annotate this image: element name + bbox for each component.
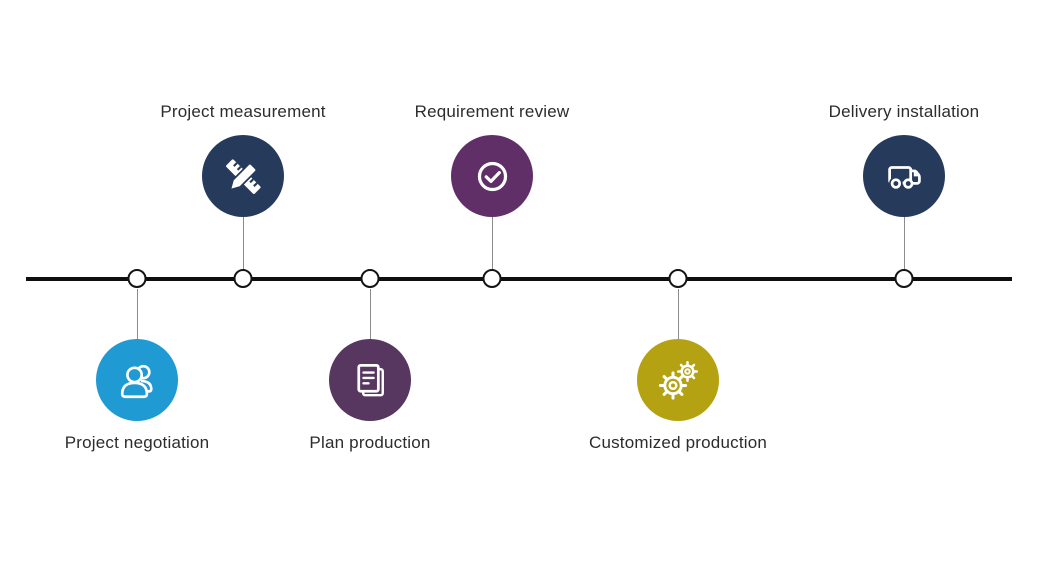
connector-line (903, 217, 905, 270)
people-icon (120, 364, 153, 398)
step-label: Plan production (309, 433, 431, 452)
step-label: Requirement review (414, 102, 570, 121)
timeline-node (894, 269, 914, 288)
step-circle (96, 339, 178, 421)
step-circle (329, 339, 411, 421)
step-label: Customized production (588, 433, 768, 452)
step-circle (451, 135, 533, 217)
step-circle (863, 135, 945, 217)
check-circle-icon (477, 161, 507, 191)
timeline-node (233, 269, 253, 288)
timeline-node (360, 269, 380, 288)
step-label: Delivery installation (828, 102, 980, 121)
connector-line (369, 289, 371, 340)
step-circle (202, 135, 284, 217)
gears-icon (658, 361, 698, 400)
document-icon (356, 363, 384, 396)
connector-line (136, 289, 138, 340)
timeline-axis (26, 277, 1012, 281)
timeline-node (482, 269, 502, 288)
connector-line (491, 217, 493, 270)
connector-line (677, 289, 679, 340)
step-label: Project negotiation (64, 433, 210, 452)
connector-line (242, 217, 244, 270)
timeline-node (668, 269, 688, 288)
step-label: Project measurement (160, 102, 326, 121)
step-circle (637, 339, 719, 421)
ruler-pencil-icon (225, 158, 261, 194)
truck-icon (887, 165, 921, 190)
timeline-node (127, 269, 147, 288)
